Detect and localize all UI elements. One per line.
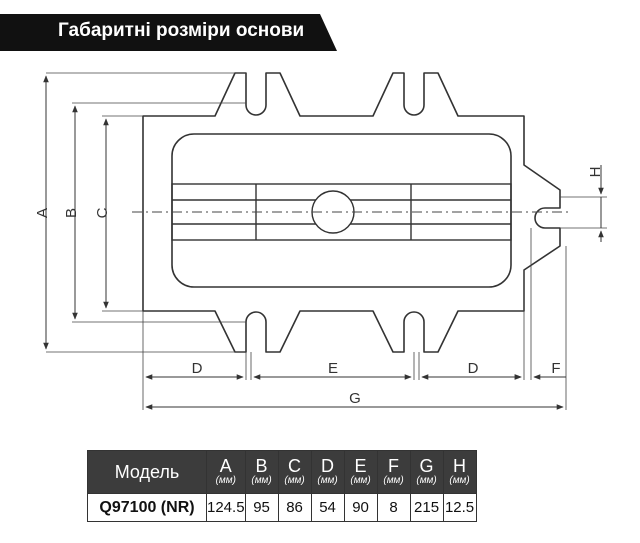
- unit-label: (мм): [383, 475, 404, 486]
- unit-label: (мм): [350, 475, 371, 486]
- value-cell-g: 215: [409, 493, 444, 522]
- value-cell-e: 90: [343, 493, 378, 522]
- dim-label-d-right: D: [468, 360, 479, 377]
- dim-label-h: H: [587, 167, 604, 178]
- spec-table-header-row: Модель A(мм) B(мм) C(мм) D(мм) E(мм) F(м…: [87, 450, 477, 494]
- unit-label: (мм): [317, 475, 338, 486]
- model-cell: Q97100 (NR): [87, 493, 207, 522]
- page-title: Габаритні розміри основи: [58, 20, 305, 41]
- value-cell-c: 86: [277, 493, 312, 522]
- column-label-c: C: [288, 456, 302, 476]
- column-label-h: H: [453, 456, 467, 476]
- model-column-header: Модель: [87, 450, 207, 494]
- unit-label: (мм): [251, 475, 272, 486]
- column-header-f: F(мм): [376, 450, 411, 494]
- spec-table-row: Q97100 (NR) 124.5 95 86 54 90 8 215 12.5: [87, 493, 477, 522]
- spec-table: Модель A(мм) B(мм) C(мм) D(мм) E(мм) F(м…: [87, 450, 477, 522]
- value-cell-a: 124.5: [206, 493, 246, 522]
- column-header-e: E(мм): [343, 450, 378, 494]
- value-cell-f: 8: [376, 493, 411, 522]
- extension-lines: [46, 72, 607, 410]
- column-header-d: D(мм): [310, 450, 345, 494]
- dim-label-c: C: [94, 207, 111, 218]
- column-label-f: F: [388, 456, 400, 476]
- unit-label: (мм): [215, 475, 236, 486]
- unit-label: (мм): [416, 475, 437, 486]
- column-label-e: E: [354, 456, 367, 476]
- dim-label-d-left: D: [192, 360, 203, 377]
- value-cell-h: 12.5: [442, 493, 477, 522]
- column-header-b: B(мм): [244, 450, 279, 494]
- value-cell-b: 95: [244, 493, 279, 522]
- column-header-h: H(мм): [442, 450, 477, 494]
- unit-label: (мм): [284, 475, 305, 486]
- column-header-a: A(мм): [206, 450, 246, 494]
- column-label-d: D: [321, 456, 335, 476]
- column-label-b: B: [255, 456, 268, 476]
- value-cell-d: 54: [310, 493, 345, 522]
- dim-label-g: G: [349, 390, 361, 407]
- header-bar: [0, 14, 337, 51]
- dim-label-b: B: [63, 208, 80, 218]
- column-header-g: G(мм): [409, 450, 444, 494]
- dimension-lines: [43, 75, 604, 410]
- column-label-g: G: [419, 456, 434, 476]
- dim-label-a: A: [34, 208, 51, 218]
- dim-label-e: E: [328, 360, 338, 377]
- column-header-c: C(мм): [277, 450, 312, 494]
- dim-label-f: F: [551, 360, 560, 377]
- unit-label: (мм): [449, 475, 470, 486]
- column-label-a: A: [219, 456, 232, 476]
